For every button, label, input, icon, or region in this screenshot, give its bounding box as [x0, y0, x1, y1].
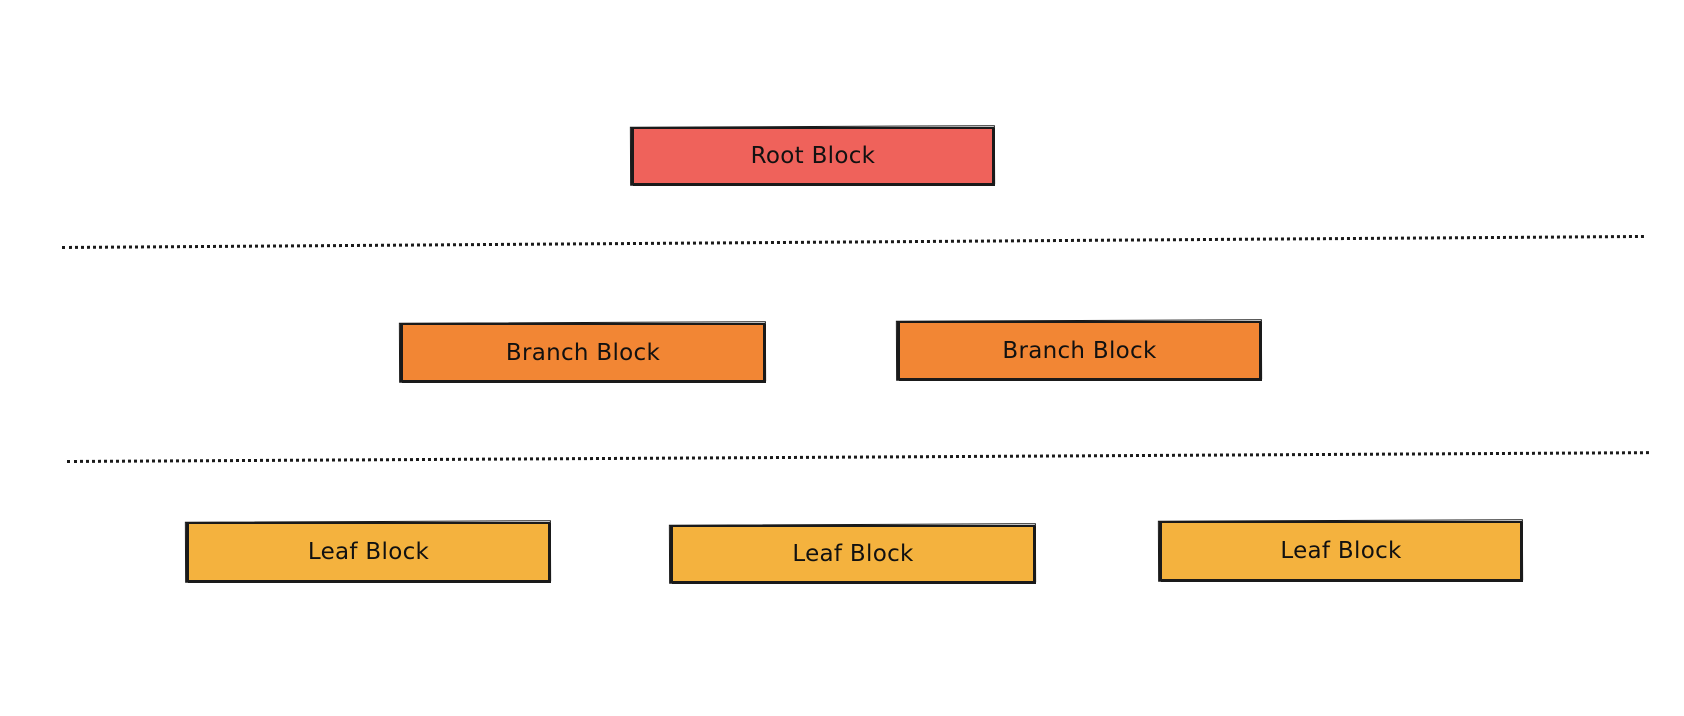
level-divider-bottom — [66, 451, 1649, 463]
root-block: Root Block — [632, 127, 994, 185]
branch-block-left: Branch Block — [401, 323, 765, 382]
leaf-block-middle: Leaf Block — [671, 525, 1035, 583]
root-block-label: Root Block — [750, 143, 876, 169]
branch-block-label: Branch Block — [505, 339, 661, 366]
level-divider-top — [61, 234, 1644, 249]
leaf-block-label: Leaf Block — [1280, 538, 1402, 564]
branch-block-label: Branch Block — [1002, 337, 1157, 364]
leaf-block-left: Leaf Block — [187, 522, 550, 582]
leaf-block-label: Leaf Block — [792, 541, 914, 567]
leaf-block-right: Leaf Block — [1160, 521, 1522, 581]
leaf-block-label: Leaf Block — [307, 539, 430, 565]
branch-block-right: Branch Block — [898, 321, 1261, 380]
